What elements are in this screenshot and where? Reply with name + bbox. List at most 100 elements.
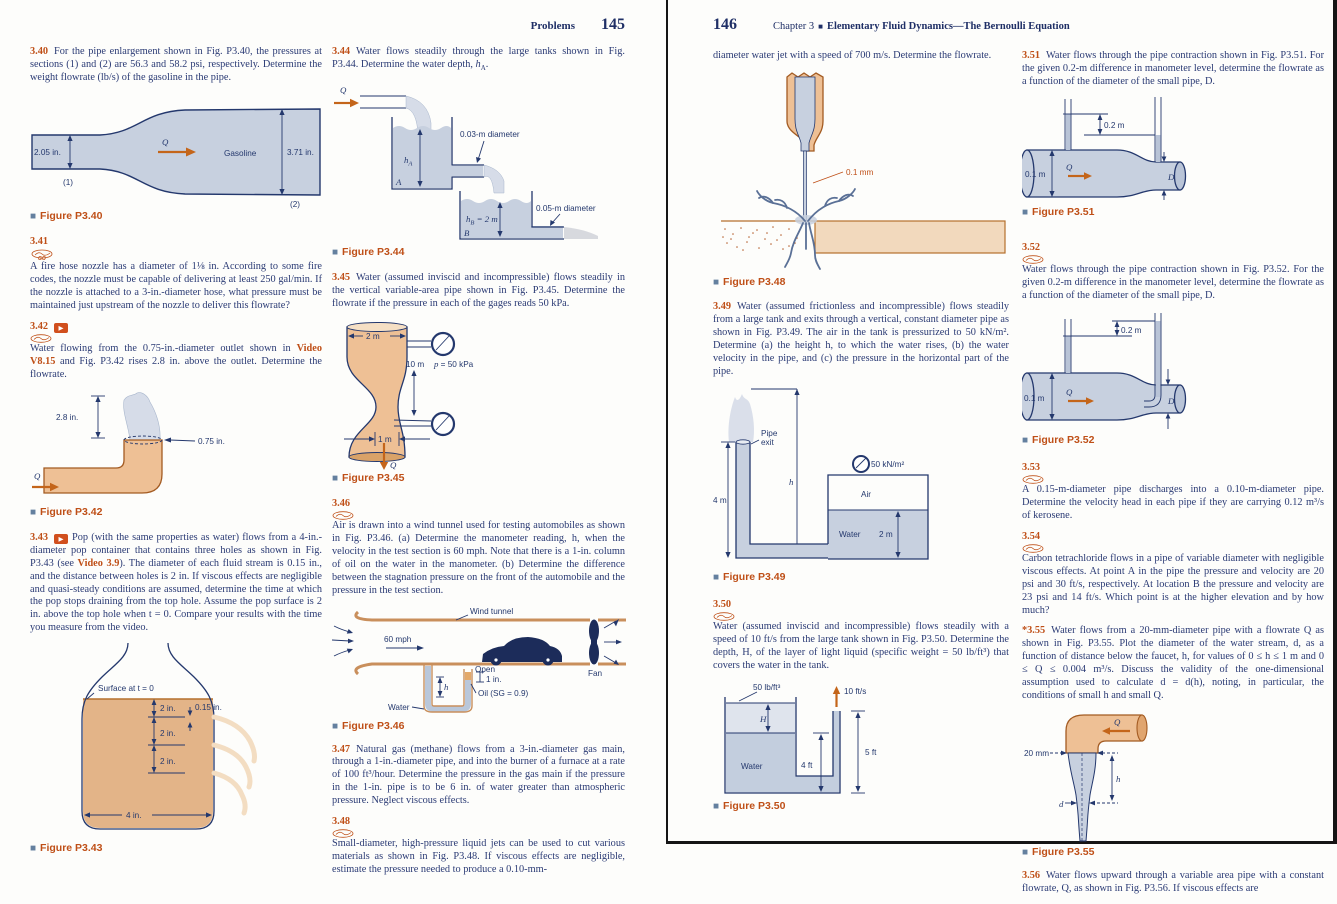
wileyplus-icon bbox=[332, 511, 354, 520]
water-label: Water bbox=[388, 703, 410, 712]
caption-square-icon: ■ bbox=[332, 246, 339, 258]
figure-p3-44-diagram: Q hA A 0.03-m diameter hB = 2 m B 0.05-m… bbox=[334, 85, 598, 240]
caption-square-icon: ■ bbox=[30, 210, 37, 222]
tank-water bbox=[828, 509, 928, 559]
figure-caption: ■Figure P3.48 bbox=[713, 276, 1009, 288]
play-icon: ▶ bbox=[58, 323, 64, 332]
problem-text: Water (assumed inviscid and incompressib… bbox=[713, 620, 1009, 671]
outlet-diameter-dim: 0.75 in. bbox=[198, 437, 225, 446]
figure-p3-48-diagram: 0.1 mm bbox=[721, 72, 1006, 270]
speed-label: 60 mph bbox=[384, 635, 412, 644]
depth-a-label: hA bbox=[404, 155, 412, 168]
caption-text: Figure P3.48 bbox=[723, 275, 786, 288]
stream-a-to-b bbox=[483, 164, 505, 194]
depth-b-label: hB = 2 m bbox=[466, 214, 498, 227]
figure-caption: ■Figure P3.40 bbox=[30, 210, 322, 222]
problem-number: *3.55 bbox=[1022, 625, 1046, 637]
caption-square-icon: ■ bbox=[30, 506, 37, 518]
problem-text: Natural gas (methane) flows from a 3-in.… bbox=[332, 743, 625, 807]
running-head: Problems bbox=[530, 20, 575, 32]
problem-number: 3.54 bbox=[1022, 530, 1041, 542]
figure-caption: ■Figure P3.49 bbox=[713, 571, 1009, 583]
chapter-label: Chapter 3 bbox=[773, 21, 815, 32]
figure-p3-51-diagram: 0.2 m 0.1 m Q D bbox=[1022, 96, 1187, 200]
problem-number: 3.51 bbox=[1022, 50, 1041, 61]
section-1-label: (1) bbox=[63, 178, 73, 187]
flowrate-label: Q bbox=[340, 85, 347, 95]
tank-walls bbox=[724, 696, 841, 794]
oil-label: Oil (SG = 0.9) bbox=[478, 689, 529, 698]
water-depth-dim: 4 ft bbox=[801, 761, 813, 770]
rise-height-label: h bbox=[789, 477, 794, 487]
book-bottom-edge bbox=[668, 841, 1333, 844]
gap-dim-1: 2 in. bbox=[160, 704, 175, 713]
pipe-water bbox=[736, 441, 828, 558]
light-liquid-layer bbox=[725, 702, 796, 733]
problem-number: 3.49 bbox=[713, 300, 732, 312]
water-jet-shape bbox=[123, 391, 161, 440]
caption-square-icon: ■ bbox=[332, 720, 339, 732]
car-silhouette bbox=[482, 636, 562, 662]
large-pipe-diameter-dim: 0.1 m bbox=[1025, 170, 1046, 179]
page-number: 145 bbox=[601, 16, 625, 33]
problem-number: 3.52 bbox=[1022, 241, 1041, 253]
variable-area-pipe bbox=[346, 326, 408, 458]
problem-text: ). The diameter of each fluid stream is … bbox=[30, 557, 322, 634]
figure-p3-50-diagram: 50 lb/ft³ 10 ft/s H Water 4 ft 5 ft bbox=[724, 683, 877, 794]
wileyplus-icon bbox=[1022, 255, 1044, 264]
tank-a-water bbox=[393, 125, 483, 188]
water-region bbox=[726, 710, 840, 792]
wileyplus-icon bbox=[1022, 475, 1044, 484]
book-right-edge bbox=[1333, 0, 1337, 844]
problem-text: For the pipe enlargement shown in Fig. P… bbox=[30, 46, 322, 83]
pipe-walls bbox=[735, 441, 828, 559]
figure-p3-40-diagram: 2.05 in. (1) Q Gasoline 3.71 in. (2) bbox=[31, 108, 321, 209]
elbow-pipe-shape bbox=[43, 438, 163, 494]
video-link[interactable]: Video 3.9 bbox=[77, 557, 120, 569]
outlet-b-dim: 0.05-m diameter bbox=[536, 204, 596, 213]
caption-text: Figure P3.51 bbox=[1032, 205, 1095, 218]
material-slab bbox=[814, 220, 1006, 254]
cutting-jet bbox=[803, 150, 807, 222]
problem-text: diameter water jet with a speed of 700 m… bbox=[713, 50, 992, 61]
water-spray bbox=[728, 393, 754, 442]
tank-b-water bbox=[461, 198, 563, 238]
video-link[interactable]: Video V8.15 bbox=[30, 342, 322, 367]
exit-speed-label: 10 ft/s bbox=[844, 687, 866, 696]
problem-text: A 0.15-m-diameter pipe discharges into a… bbox=[1022, 483, 1324, 521]
specific-weight-label: 50 lb/ft³ bbox=[753, 683, 781, 692]
problem-text: Water flows steadily through the large t… bbox=[332, 46, 625, 70]
jet-diameter-dim: 0.1 mm bbox=[846, 168, 873, 177]
figure-caption: ■Figure P3.55 bbox=[1022, 846, 1324, 858]
fan-blades bbox=[589, 619, 599, 665]
dim-right-diameter: 3.71 in. bbox=[287, 148, 314, 157]
figure-caption: ■Figure P3.52 bbox=[1022, 434, 1324, 446]
flowrate-label: Q bbox=[1066, 162, 1073, 172]
page-number: 146 bbox=[713, 16, 737, 33]
pipe-height-dim: 5 ft bbox=[865, 748, 877, 757]
tank-walls bbox=[827, 474, 929, 560]
problem-text: Water flows from a 20-mm-diameter pipe w… bbox=[1022, 625, 1324, 702]
variable-sub: A bbox=[480, 64, 486, 73]
flowrate-label: Q bbox=[162, 137, 169, 147]
problem-text: Water flows through the pipe contraction… bbox=[1022, 263, 1324, 301]
caption-text: Figure P3.46 bbox=[342, 719, 405, 732]
caption-square-icon: ■ bbox=[30, 843, 37, 855]
figure-p3-49-diagram: h 4 m Pipe exit 50 kN/m² Air Water 2 m bbox=[713, 388, 929, 560]
tank-a-label: A bbox=[395, 177, 402, 187]
gage-pressure-label: p = 50 kPa bbox=[433, 359, 474, 369]
manometer-difference-dim: 0.2 m bbox=[1121, 326, 1142, 335]
tank-a-walls bbox=[391, 116, 484, 190]
problem-number: 3.50 bbox=[713, 598, 732, 610]
page-gutter-divider bbox=[666, 0, 668, 844]
figure-caption: ■Figure P3.45 bbox=[332, 472, 625, 484]
problem-text: A fire hose nozzle has a diameter of 1⅛ … bbox=[30, 260, 322, 311]
water-stream-shape bbox=[1067, 752, 1097, 842]
caption-text: Figure P3.43 bbox=[40, 842, 103, 855]
problem-number: 3.40 bbox=[30, 46, 49, 57]
